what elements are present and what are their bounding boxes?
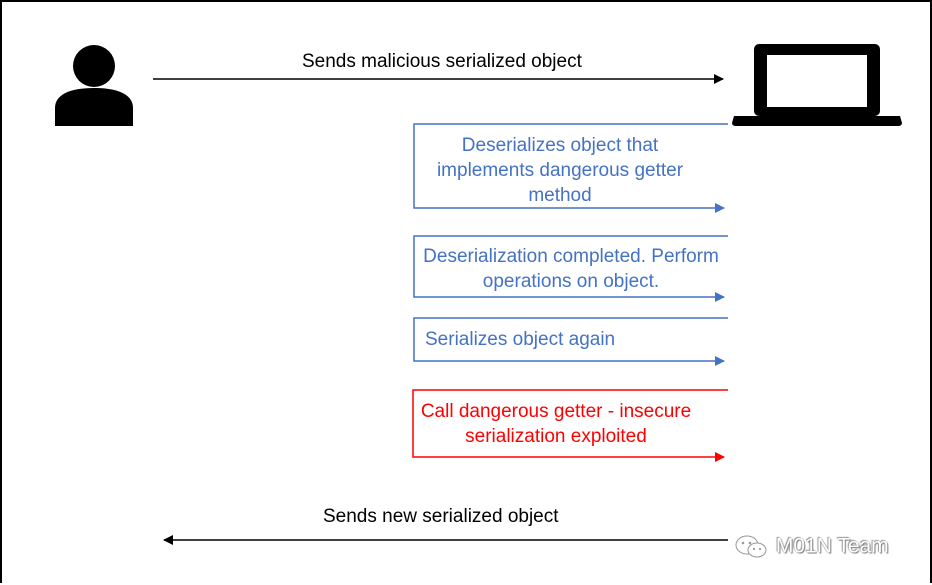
- send-new-label: Sends new serialized object: [323, 506, 559, 527]
- deser-completed-label: Deserialization completed. Perform opera…: [418, 244, 724, 294]
- serializes-again-label: Serializes object again: [425, 329, 616, 350]
- person-icon: [55, 45, 133, 126]
- watermark: M01N Team: [734, 534, 889, 560]
- deserializes-line-2: implements dangerous getter: [436, 160, 684, 181]
- call-getter-line-1: Call dangerous getter - insecure: [420, 401, 692, 422]
- deserializes-line-3: method: [528, 185, 592, 206]
- deser-completed-line-1: Deserialization completed. Perform: [423, 246, 719, 267]
- deser-completed-loop-arrow: [413, 235, 728, 302]
- deserializes-line-1: Deserializes object that: [461, 135, 659, 156]
- send-malicious-label: Sends malicious serialized object: [302, 51, 582, 72]
- call-getter-label: Call dangerous getter - insecure seriali…: [418, 399, 694, 449]
- wechat-icon: [735, 535, 767, 558]
- deser-completed-line-2: operations on object.: [482, 271, 660, 292]
- deserializes-loop-arrow: [413, 123, 728, 213]
- watermark-text: M01N Team: [775, 534, 889, 558]
- deserializes-label: Deserializes object that implements dang…: [420, 133, 700, 208]
- call-getter-loop-arrow: [412, 389, 728, 462]
- laptop-icon: [732, 44, 902, 126]
- call-getter-line-2: serialization exploited: [465, 426, 647, 447]
- serializes-again-loop-arrow: [413, 317, 728, 366]
